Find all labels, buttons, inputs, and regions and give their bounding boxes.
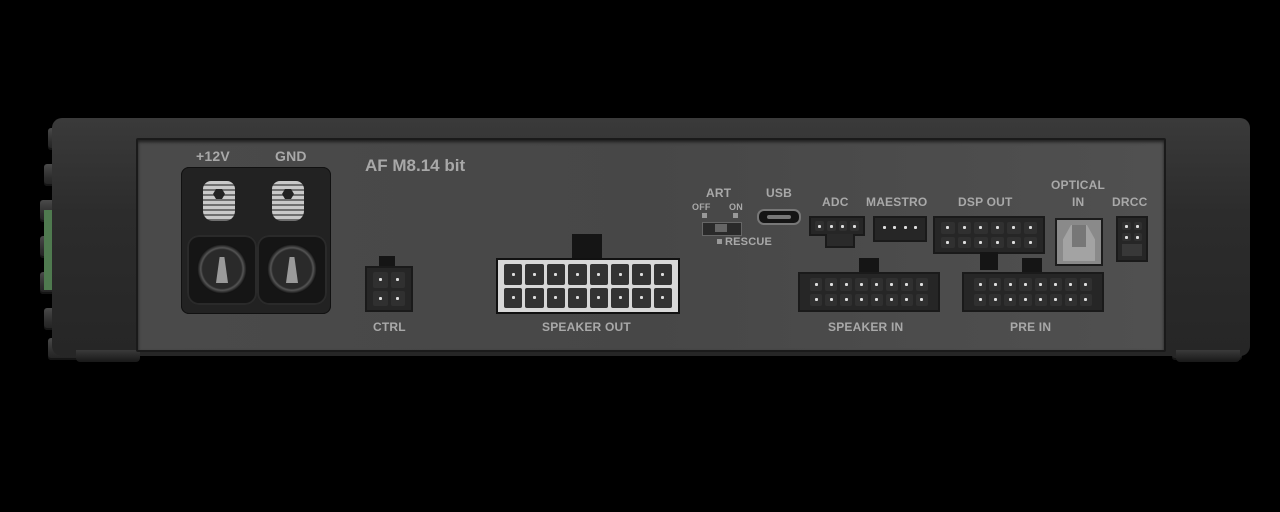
speaker-out-connector[interactable] bbox=[496, 258, 680, 314]
dsp-out-connector[interactable] bbox=[933, 216, 1045, 254]
usb-label: USB bbox=[766, 186, 792, 200]
pre-in-connector[interactable] bbox=[962, 272, 1104, 312]
ctrl-label: CTRL bbox=[373, 320, 406, 334]
art-off-label: OFF bbox=[692, 202, 711, 212]
model-name: AF M8.14 bit bbox=[365, 156, 466, 175]
right-foot bbox=[1176, 350, 1240, 362]
green-led-strip bbox=[44, 210, 53, 290]
gnd-label: GND bbox=[275, 148, 307, 164]
speaker-in-latch bbox=[859, 258, 879, 274]
speaker-in-label: SPEAKER IN bbox=[828, 320, 904, 334]
gnd-screw-icon[interactable] bbox=[272, 181, 304, 221]
maestro-connector[interactable] bbox=[873, 216, 927, 242]
art-off-indicator bbox=[702, 213, 707, 218]
adc-connector[interactable] bbox=[809, 216, 865, 236]
speaker-in-connector[interactable] bbox=[798, 272, 940, 312]
art-on-indicator bbox=[733, 213, 738, 218]
art-switch[interactable] bbox=[702, 222, 742, 236]
left-foot bbox=[76, 350, 140, 362]
optical-in-port[interactable] bbox=[1055, 218, 1103, 266]
speaker-out-label: SPEAKER OUT bbox=[542, 320, 631, 334]
adc-label: ADC bbox=[822, 195, 849, 209]
art-label: ART bbox=[706, 186, 732, 200]
speaker-out-latch bbox=[572, 234, 602, 262]
dsp-out-label: DSP OUT bbox=[958, 195, 1013, 209]
ctrl-latch bbox=[379, 256, 395, 268]
ctrl-connector[interactable] bbox=[365, 266, 413, 312]
power-terminal-block bbox=[181, 167, 331, 314]
optical-label-line2: IN bbox=[1072, 195, 1085, 209]
drcc-label: DRCC bbox=[1112, 195, 1148, 209]
rescue-label: RESCUE bbox=[725, 236, 773, 248]
plus12v-label: +12V bbox=[196, 148, 230, 164]
gnd-socket[interactable] bbox=[257, 235, 327, 305]
optical-label-line1: OPTICAL bbox=[1051, 178, 1106, 192]
plus12v-screw-icon[interactable] bbox=[203, 181, 235, 221]
drcc-connector[interactable] bbox=[1116, 216, 1148, 262]
dsp-out-latch bbox=[980, 252, 998, 270]
plus12v-socket[interactable] bbox=[187, 235, 257, 305]
rescue-indicator bbox=[717, 239, 722, 244]
maestro-label: MAESTRO bbox=[866, 195, 928, 209]
usb-port[interactable] bbox=[757, 209, 801, 225]
pre-in-label: PRE IN bbox=[1010, 320, 1052, 334]
pre-in-latch bbox=[1022, 258, 1042, 274]
adc-latch bbox=[825, 234, 855, 248]
art-on-label: ON bbox=[729, 202, 743, 212]
